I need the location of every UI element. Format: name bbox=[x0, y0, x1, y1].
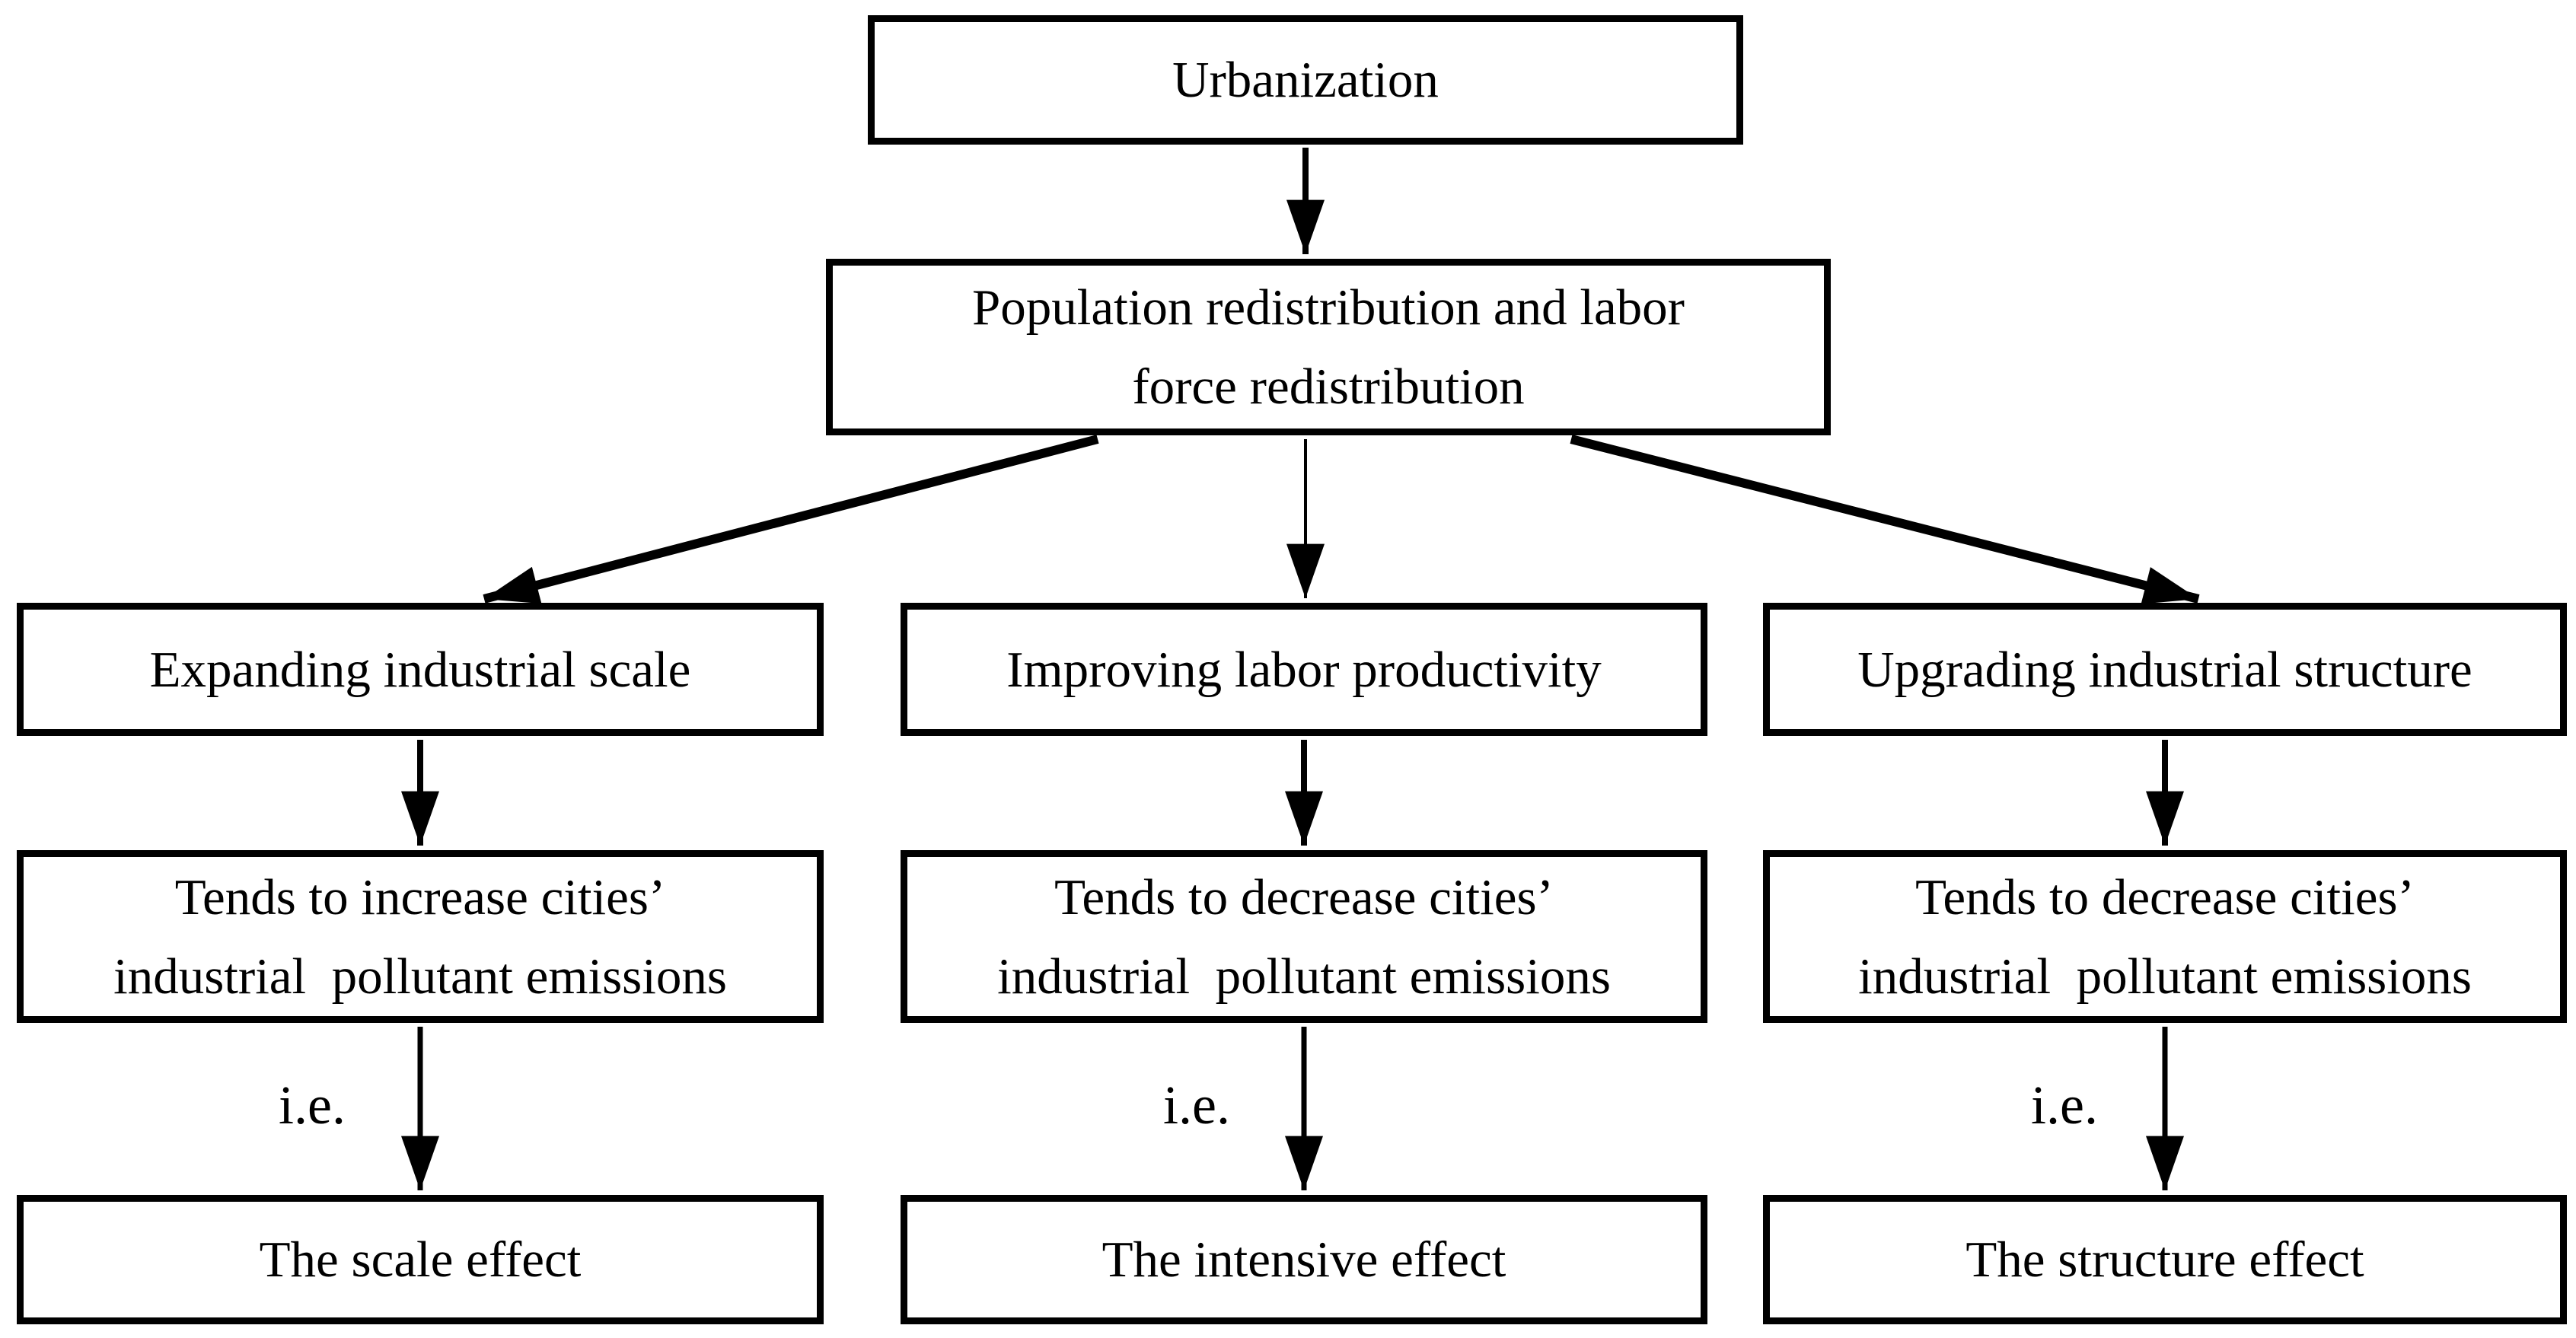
node-urbanization: Urbanization bbox=[868, 15, 1743, 145]
edge-label-ie-intensive: i.e. bbox=[1163, 1075, 1230, 1136]
node-structure-effect: The structure effect bbox=[1763, 1195, 2567, 1324]
node-decrease-emissions-intensive-label: Tends to decrease cities’ industrial pol… bbox=[997, 868, 1611, 1005]
node-population-redistribution: Population redistribution and labor forc… bbox=[826, 259, 1831, 435]
arrow-population-to-expanding bbox=[483, 435, 1099, 604]
node-upgrading-industrial-structure-label: Upgrading industrial structure bbox=[1857, 641, 2472, 698]
node-improving-labor-productivity-label: Improving labor productivity bbox=[1006, 641, 1602, 698]
node-decrease-emissions-structure-label: Tends to decrease cities’ industrial pol… bbox=[1858, 868, 2472, 1005]
node-expanding-industrial-scale-label: Expanding industrial scale bbox=[149, 641, 691, 698]
node-intensive-effect-label: The intensive effect bbox=[1101, 1231, 1506, 1288]
node-increase-emissions: Tends to increase cities’ industrial pol… bbox=[17, 850, 824, 1023]
node-scale-effect: The scale effect bbox=[17, 1195, 824, 1324]
edge-label-ie-scale: i.e. bbox=[279, 1075, 346, 1136]
node-scale-effect-label: The scale effect bbox=[259, 1231, 582, 1288]
arrow-population-to-upgrading bbox=[1570, 435, 2200, 604]
node-intensive-effect: The intensive effect bbox=[901, 1195, 1707, 1324]
node-urbanization-label: Urbanization bbox=[1172, 52, 1439, 108]
node-increase-emissions-label: Tends to increase cities’ industrial pol… bbox=[113, 868, 727, 1005]
node-expanding-industrial-scale: Expanding industrial scale bbox=[17, 603, 824, 736]
node-decrease-emissions-structure: Tends to decrease cities’ industrial pol… bbox=[1763, 850, 2567, 1023]
node-structure-effect-label: The structure effect bbox=[1965, 1231, 2364, 1288]
node-upgrading-industrial-structure: Upgrading industrial structure bbox=[1763, 603, 2567, 736]
edge-label-ie-structure: i.e. bbox=[2031, 1075, 2098, 1136]
node-improving-labor-productivity: Improving labor productivity bbox=[901, 603, 1707, 736]
node-decrease-emissions-intensive: Tends to decrease cities’ industrial pol… bbox=[901, 850, 1707, 1023]
node-population-redistribution-label: Population redistribution and labor forc… bbox=[971, 279, 1685, 415]
